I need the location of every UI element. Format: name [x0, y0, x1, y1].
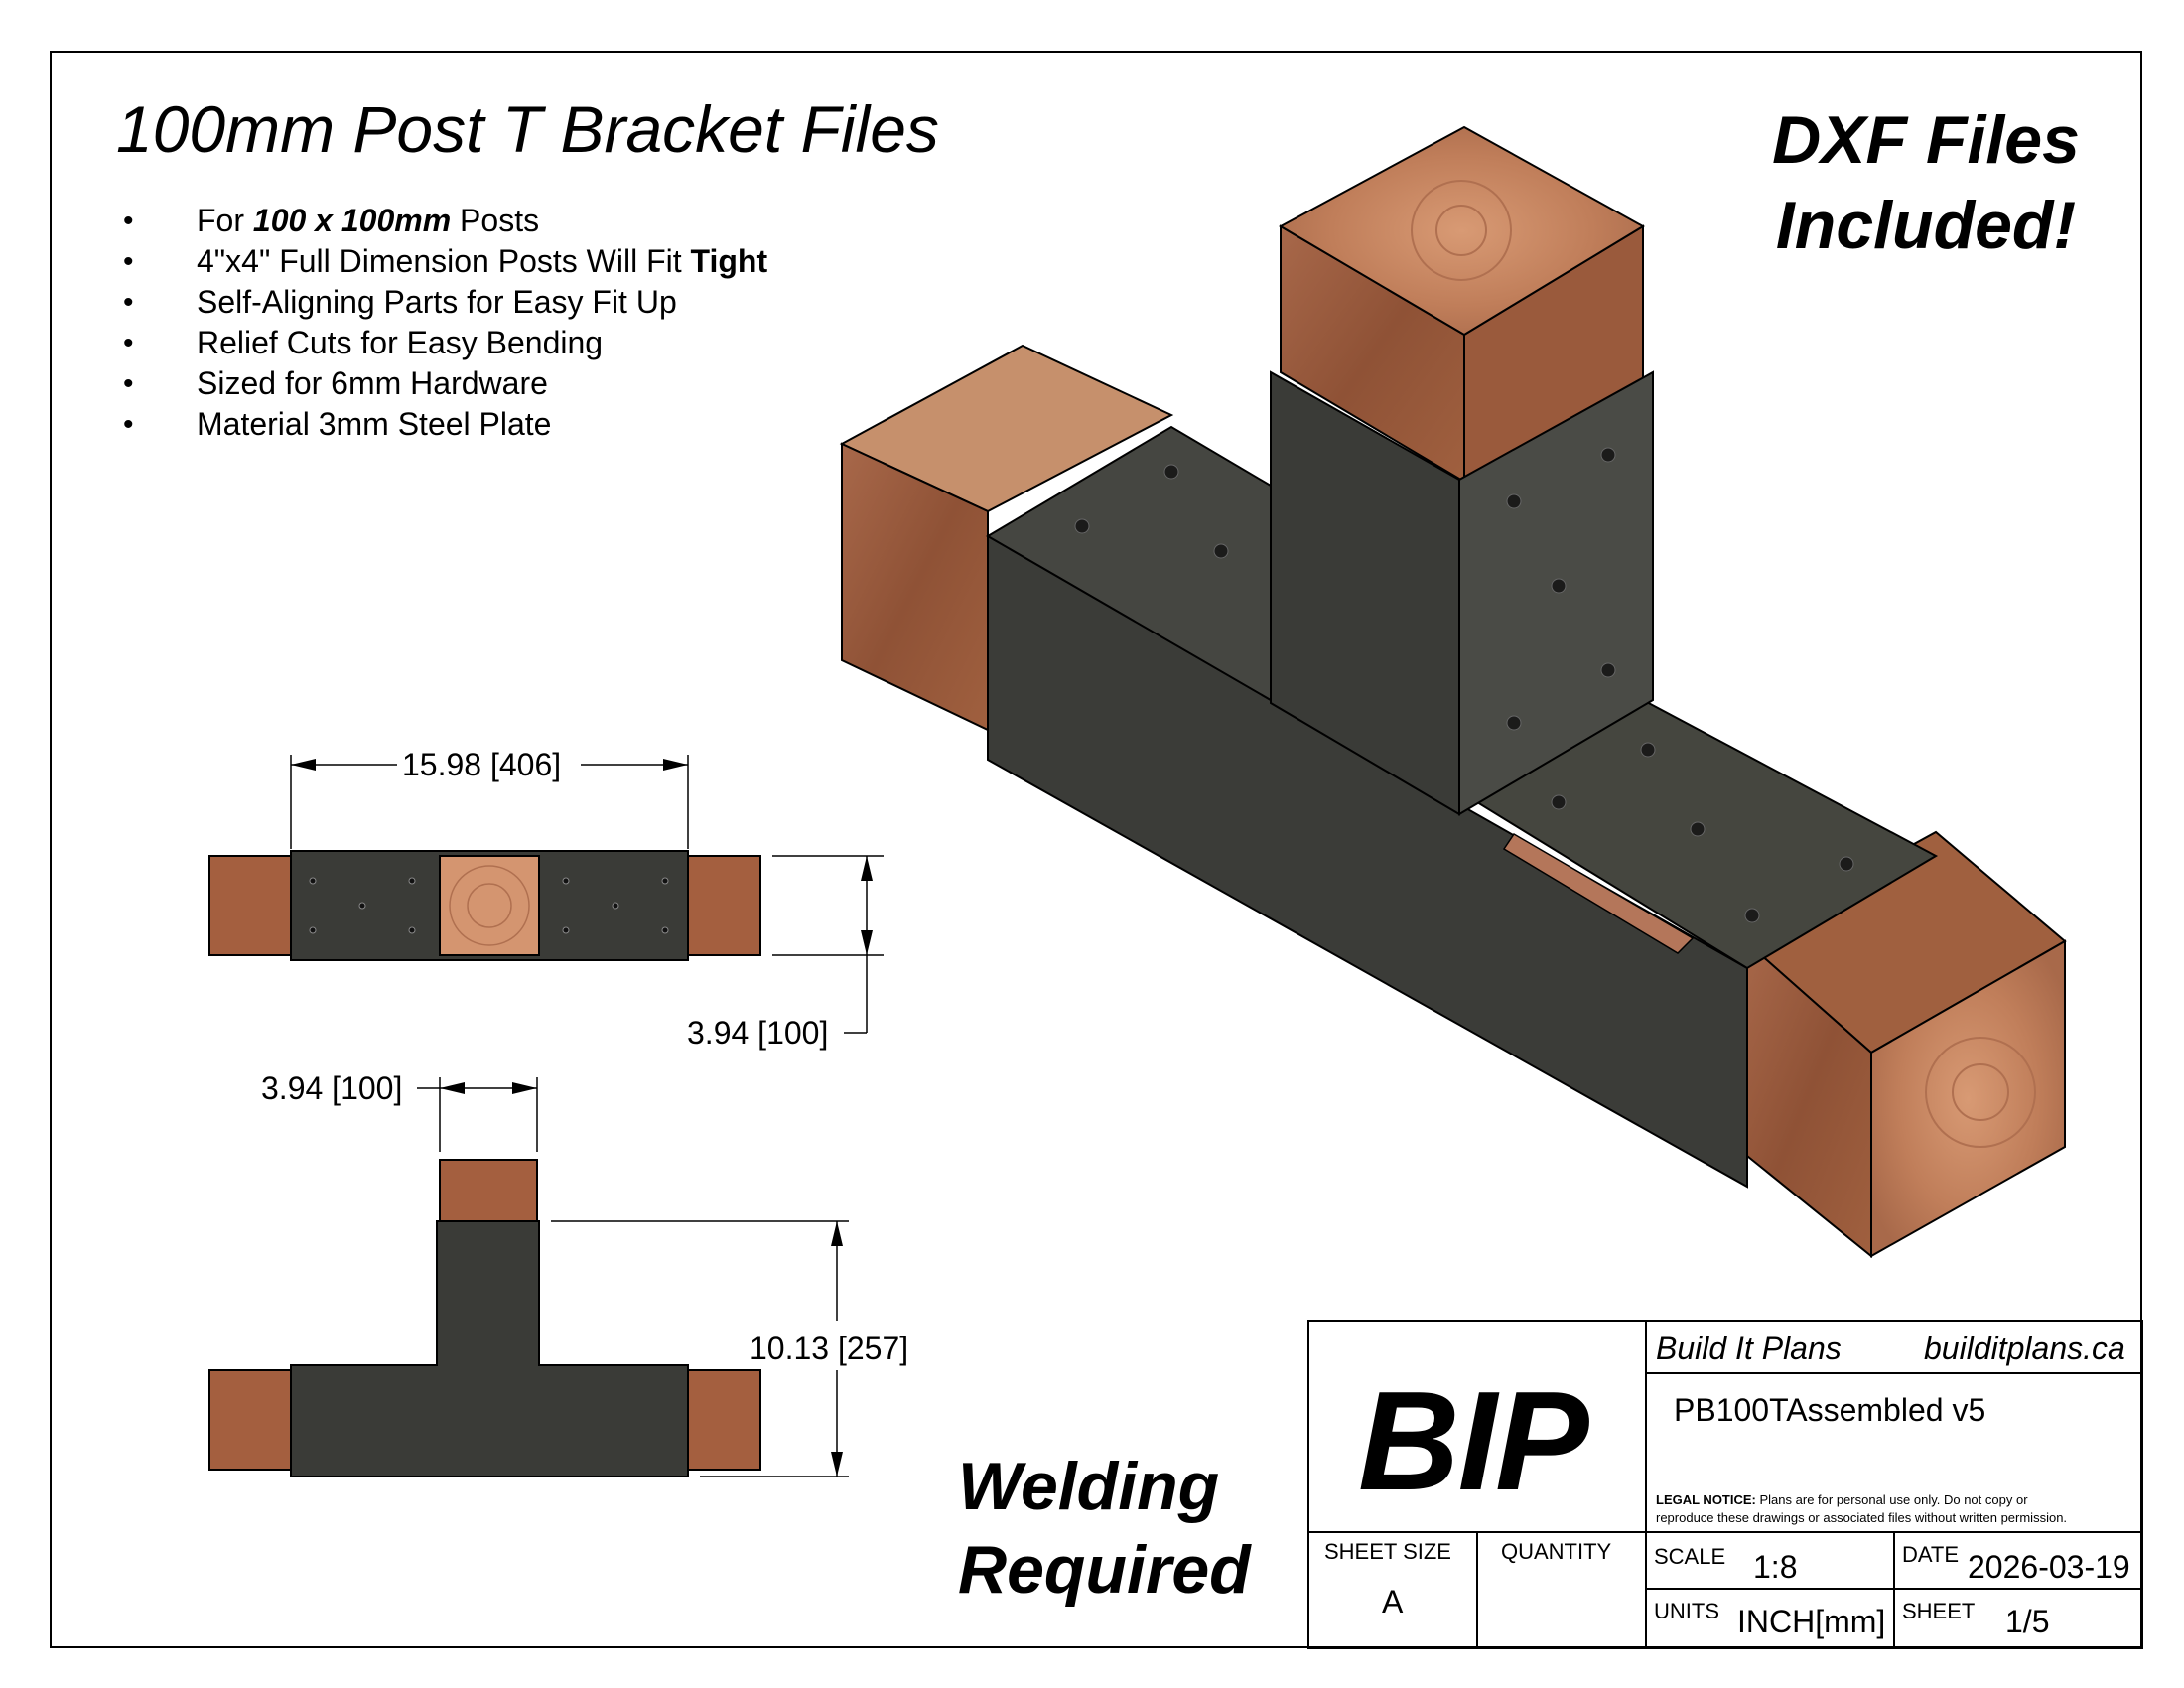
feature-item: Material 3mm Steel Plate — [123, 404, 767, 445]
units-value: INCH[mm] — [1737, 1604, 1886, 1639]
feature-list: For 100 x 100mm Posts 4"x4" Full Dimensi… — [123, 201, 767, 445]
sheet-value: 1/5 — [2005, 1604, 2050, 1639]
scale-value: 1:8 — [1753, 1549, 1798, 1585]
title-block-grid — [1307, 1320, 2143, 1649]
front-view-left-post — [208, 1369, 292, 1471]
right-post — [1740, 830, 2067, 1259]
scale-label: SCALE — [1654, 1544, 1726, 1569]
units-label: UNITS — [1654, 1599, 1719, 1623]
dimension-top-height: 3.94 [100] — [687, 1015, 829, 1051]
feature-item: 4"x4" Full Dimension Posts Will Fit Tigh… — [123, 241, 767, 282]
dimension-front-post-width: 3.94 [100] — [261, 1070, 403, 1106]
company-logo: BIP — [1358, 1362, 1589, 1520]
top-view — [208, 850, 761, 961]
top-view-left-post — [208, 855, 292, 956]
sheet-label: SHEET — [1902, 1599, 1976, 1623]
top-post — [1278, 125, 1645, 484]
welding-required-notice: Welding Required — [958, 1449, 1251, 1608]
front-view-right-post — [687, 1369, 761, 1471]
front-view-bracket — [290, 1220, 689, 1477]
sheet-size-label: SHEET SIZE — [1324, 1539, 1451, 1564]
feature-item: Self-Aligning Parts for Easy Fit Up — [123, 282, 767, 323]
page-title: 100mm Post T Bracket Files — [116, 92, 939, 166]
top-view-right-post — [687, 855, 761, 956]
quantity-label: QUANTITY — [1501, 1539, 1612, 1564]
dxf-included-badge: DXF Files Included! — [1772, 102, 2080, 263]
sheet-size-value: A — [1382, 1584, 1404, 1619]
dimension-top-width: 15.98 [406] — [402, 747, 562, 782]
top-view-post-end — [439, 855, 540, 956]
feature-item: For 100 x 100mm Posts — [123, 201, 767, 241]
company-website[interactable]: builditplans.ca — [1924, 1331, 2125, 1366]
dimension-front-height: 10.13 [257] — [750, 1331, 909, 1366]
feature-item: Relief Cuts for Easy Bending — [123, 323, 767, 363]
dimension-arrows — [291, 759, 873, 1477]
company-name: Build It Plans — [1656, 1331, 1842, 1366]
feature-item: Sized for 6mm Hardware — [123, 363, 767, 404]
part-name: PB100TAssembled v5 — [1674, 1392, 1986, 1428]
date-label: DATE — [1902, 1542, 1960, 1567]
front-view — [208, 1159, 761, 1477]
isometric-view — [839, 125, 2067, 1259]
drawing-border — [50, 51, 2142, 1648]
legal-notice: LEGAL NOTICE: Plans are for personal use… — [1656, 1492, 2068, 1525]
steel-bracket — [986, 370, 1939, 1189]
front-view-top-post — [439, 1159, 538, 1222]
left-post — [839, 344, 1174, 732]
date-value: 2026-03-19 — [1968, 1549, 2130, 1585]
